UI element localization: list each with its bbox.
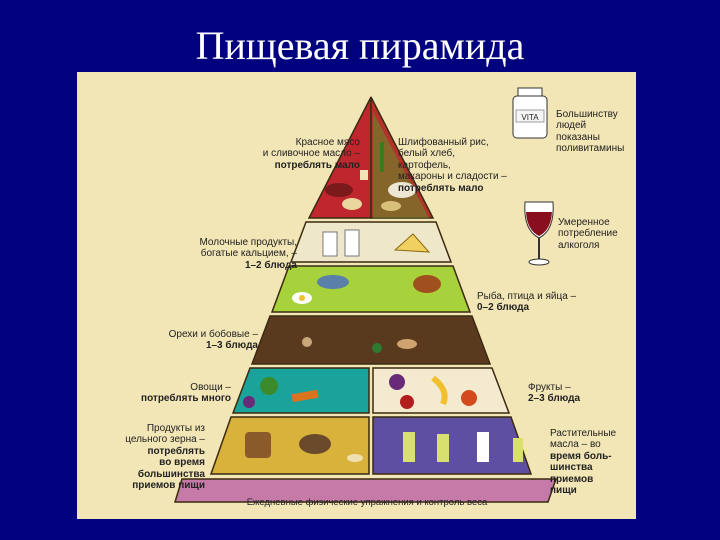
label-alcohol: Умеренное потребление алкоголя (558, 205, 634, 251)
label-fruits-emph: 2–3 блюда (528, 393, 581, 404)
tier-dairy (289, 221, 453, 263)
label-fish: Рыба, птица и яйца – 0–2 блюда (477, 279, 607, 325)
label-alcohol-text: Умеренное потребление алкоголя (558, 216, 618, 251)
label-whole-grains: Продукты из цельного зерна – потреблять … (99, 411, 205, 503)
label-whole-grains-emph: потреблять во время большинства приемов … (132, 445, 205, 492)
label-vegetables-emph: потреблять много (141, 393, 231, 404)
label-nuts-emph: 1–3 блюда (205, 340, 258, 351)
label-nuts: Орехи и бобовые – 1–3 блюда (140, 317, 258, 363)
tier-exercise-base (173, 478, 558, 503)
food-decoration-vegetables (243, 377, 319, 408)
label-red-meat-emph: потреблять мало (274, 159, 360, 171)
tier-vegetables (231, 367, 370, 414)
label-fruits-text: Фрукты – (528, 381, 571, 393)
label-red-meat: Красное мясо и сливочное масло – потребл… (242, 125, 360, 183)
label-refined-carbs-text: Шлифованный рис, белый хлеб, картофель, … (398, 136, 507, 183)
label-fruits: Фрукты – 2–3 блюда (528, 370, 618, 416)
label-nuts-text: Орехи и бобовые – (168, 328, 258, 340)
food-pyramid-diagram: VITA (173, 87, 558, 503)
label-refined-carbs: Шлифованный рис, белый хлеб, картофель, … (398, 125, 530, 206)
vitamin-bottle-icon: VITA (512, 87, 548, 139)
food-decoration-oils (403, 432, 523, 462)
label-plant-oils: Растительные масла – во время боль- шинс… (550, 416, 634, 508)
label-exercise-base-text: Ежедневные физические упражнения и контр… (246, 496, 488, 508)
label-vitamins: Большинству людей показаны поливитамины (556, 97, 632, 155)
label-fish-text: Рыба, птица и яйца – (477, 290, 577, 302)
label-vegetables: Овощи – потреблять много (131, 370, 231, 416)
tier-plant-oils (372, 416, 533, 475)
label-whole-grains-text: Продукты из цельного зерна – (125, 422, 205, 446)
tier-fish-poultry (270, 265, 472, 313)
food-pyramid-panel: VITA Красное мясо и сливочное масло – по… (77, 72, 636, 519)
slide-title: Пищевая пирамида (195, 23, 525, 68)
label-fish-emph: 0–2 блюда (477, 302, 530, 313)
food-decoration-refined (380, 142, 416, 211)
label-plant-oils-text: Растительные масла – во (550, 427, 617, 451)
food-decoration-grains (245, 432, 363, 462)
food-decoration-nuts (302, 337, 417, 353)
food-decoration-fish (292, 275, 441, 304)
vita-bottle-label: VITA (521, 113, 539, 122)
food-decoration-meat (325, 170, 368, 210)
tier-whole-grains (209, 416, 370, 475)
label-dairy-text: Молочные продукты, богатые кальцием, – (199, 236, 297, 260)
label-red-meat-text: Красное мясо и сливочное масло – (262, 136, 360, 160)
label-exercise-base: Ежедневные физические упражнения и контр… (207, 485, 527, 508)
label-vegetables-text: Овощи – (190, 381, 231, 393)
label-dairy-emph: 1–2 блюда (244, 259, 297, 271)
food-decoration-fruits (389, 374, 477, 409)
label-plant-oils-emph: время боль- шинства приемов пищи (550, 450, 612, 497)
label-vitamins-text: Большинству людей показаны поливитамины (556, 108, 625, 155)
wine-glass-icon (524, 201, 554, 266)
food-decoration-dairy (322, 229, 431, 257)
label-dairy: Молочные продукты, богатые кальцием, – 1… (169, 225, 297, 283)
label-refined-carbs-emph: потреблять мало (398, 182, 484, 194)
tier-nuts-legumes (250, 315, 492, 365)
